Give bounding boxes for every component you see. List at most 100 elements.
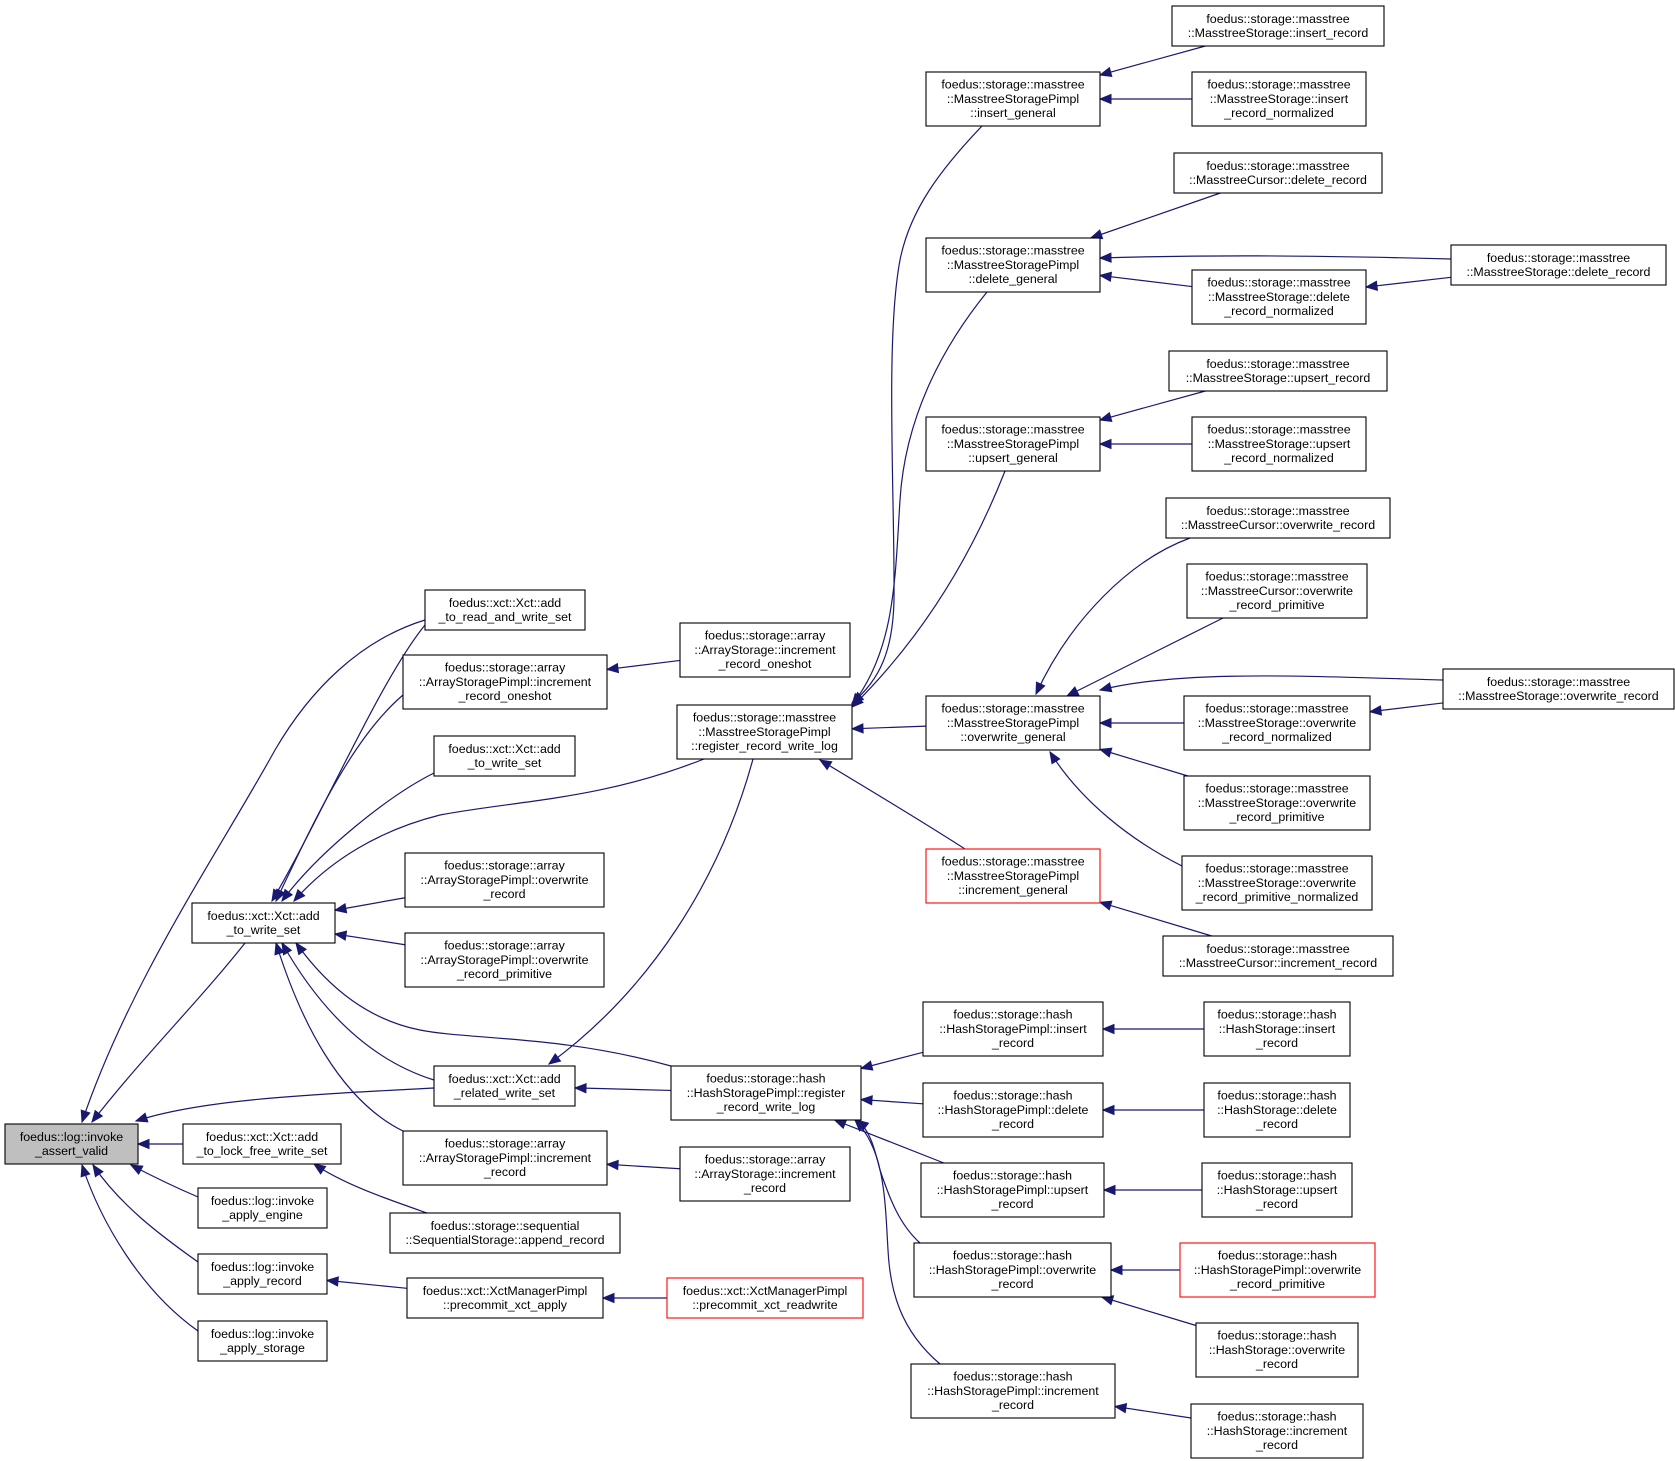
node-box[interactable] [913, 1242, 1112, 1298]
node-box[interactable] [197, 1253, 328, 1295]
node-box[interactable] [1195, 1322, 1359, 1378]
node-box[interactable] [1162, 935, 1394, 977]
node-mc_overwrite_record[interactable]: foedus::storage::masstree::MasstreeCurso… [1165, 497, 1391, 539]
node-mc_overwrite_record_primitive[interactable]: foedus::storage::masstree::MasstreeCurso… [1186, 563, 1368, 619]
node-hs_upsert_record[interactable]: foedus::storage::hash::HashStorage::upse… [1201, 1162, 1353, 1218]
node-box[interactable] [197, 1187, 328, 1229]
node-masstree_overwrite_general[interactable]: foedus::storage::masstree::MasstreeStora… [925, 695, 1101, 751]
node-ms_overwrite_record_primitive[interactable]: foedus::storage::masstree::MasstreeStora… [1183, 775, 1371, 831]
node-masstree_increment_general[interactable]: foedus::storage::masstree::MasstreeStora… [925, 848, 1101, 904]
node-box[interactable] [433, 735, 576, 777]
node-hashpimpl_overwrite_record[interactable]: foedus::storage::hash::HashStoragePimpl:… [913, 1242, 1112, 1298]
node-hashpimpl_insert_record[interactable]: foedus::storage::hash::HashStoragePimpl:… [922, 1001, 1104, 1057]
node-box[interactable] [1183, 775, 1371, 831]
node-hashpimpl_delete_record[interactable]: foedus::storage::hash::HashStoragePimpl:… [922, 1082, 1104, 1138]
node-invoke_apply_storage[interactable]: foedus::log::invoke_apply_storage [197, 1320, 328, 1362]
node-box[interactable] [191, 902, 336, 944]
node-ms_overwrite_record_primitive_normalized[interactable]: foedus::storage::masstree::MasstreeStora… [1181, 855, 1373, 911]
node-box[interactable] [1190, 1403, 1364, 1459]
node-box[interactable] [925, 237, 1101, 293]
node-arraypimpl_overwrite_record[interactable]: foedus::storage::array::ArrayStoragePimp… [404, 852, 605, 908]
node-add_to_read_and_write_set[interactable]: foedus::xct::Xct::add_to_read_and_write_… [424, 589, 586, 631]
node-array_increment_record[interactable]: foedus::storage::array::ArrayStorage::in… [679, 1146, 851, 1202]
node-box[interactable] [1165, 497, 1391, 539]
node-sequential_append_record[interactable]: foedus::storage::sequential::SequentialS… [389, 1212, 621, 1254]
node-hashpimpl_overwrite_record_primitive[interactable]: foedus::storage::hash::HashStoragePimpl:… [1179, 1242, 1376, 1298]
node-ms_delete_record[interactable]: foedus::storage::masstree::MasstreeStora… [1450, 244, 1667, 286]
node-ms_insert_record_normalized[interactable]: foedus::storage::masstree::MasstreeStora… [1191, 71, 1367, 127]
node-mc_delete_record[interactable]: foedus::storage::masstree::MasstreeCurso… [1173, 152, 1383, 194]
node-box[interactable] [1191, 71, 1367, 127]
node-box[interactable] [925, 71, 1101, 127]
node-ms_insert_record[interactable]: foedus::storage::masstree::MasstreeStora… [1171, 5, 1385, 47]
node-invoke_apply_record[interactable]: foedus::log::invoke_apply_record [197, 1253, 328, 1295]
node-box[interactable] [925, 695, 1101, 751]
node-box[interactable] [676, 704, 853, 760]
node-box[interactable] [389, 1212, 621, 1254]
node-add_to_write_set[interactable]: foedus::xct::Xct::add_to_write_set [191, 902, 336, 944]
node-box[interactable] [925, 416, 1101, 472]
node-box[interactable] [197, 1320, 328, 1362]
node-box[interactable] [1173, 152, 1383, 194]
node-box[interactable] [1203, 1001, 1351, 1057]
node-masstree_register_record_write_log[interactable]: foedus::storage::masstree::MasstreeStora… [676, 704, 853, 760]
node-array_increment_record_oneshot[interactable]: foedus::storage::array::ArrayStorage::in… [679, 622, 851, 678]
node-box[interactable] [666, 1277, 864, 1319]
node-box[interactable] [922, 1082, 1104, 1138]
node-box[interactable] [406, 1277, 604, 1319]
node-box[interactable] [679, 622, 851, 678]
node-box[interactable] [670, 1065, 862, 1121]
node-box[interactable] [1203, 1082, 1351, 1138]
node-precommit_xct_readwrite[interactable]: foedus::xct::XctManagerPimpl::precommit_… [666, 1277, 864, 1319]
node-box[interactable] [922, 1001, 1104, 1057]
node-invoke_assert_valid[interactable]: foedus::log::invoke_assert_valid [4, 1123, 139, 1165]
node-hash_register_record_write_log[interactable]: foedus::storage::hash::HashStoragePimpl:… [670, 1065, 862, 1121]
node-ms_overwrite_record_normalized[interactable]: foedus::storage::masstree::MasstreeStora… [1183, 695, 1371, 751]
node-box[interactable] [433, 1065, 576, 1107]
node-hs_delete_record[interactable]: foedus::storage::hash::HashStorage::dele… [1203, 1082, 1351, 1138]
node-mc_increment_record[interactable]: foedus::storage::masstree::MasstreeCurso… [1162, 935, 1394, 977]
node-box[interactable] [424, 589, 586, 631]
node-box[interactable] [4, 1123, 139, 1165]
node-box[interactable] [679, 1146, 851, 1202]
node-box[interactable] [404, 932, 605, 988]
node-add_related_write_set[interactable]: foedus::xct::Xct::add_related_write_set [433, 1065, 576, 1107]
node-box[interactable] [1168, 350, 1388, 392]
node-ms_delete_record_normalized[interactable]: foedus::storage::masstree::MasstreeStora… [1191, 269, 1367, 325]
node-box[interactable] [910, 1363, 1116, 1419]
node-ms_overwrite_record[interactable]: foedus::storage::masstree::MasstreeStora… [1442, 668, 1675, 710]
node-arraypimpl_overwrite_record_primitive[interactable]: foedus::storage::array::ArrayStoragePimp… [404, 932, 605, 988]
node-box[interactable] [1191, 416, 1367, 472]
node-hs_overwrite_record[interactable]: foedus::storage::hash::HashStorage::over… [1195, 1322, 1359, 1378]
node-hs_insert_record[interactable]: foedus::storage::hash::HashStorage::inse… [1203, 1001, 1351, 1057]
node-box[interactable] [920, 1162, 1105, 1218]
node-ms_upsert_record[interactable]: foedus::storage::masstree::MasstreeStora… [1168, 350, 1388, 392]
node-box[interactable] [402, 1130, 608, 1186]
node-precommit_xct_apply[interactable]: foedus::xct::XctManagerPimpl::precommit_… [406, 1277, 604, 1319]
node-box[interactable] [404, 852, 605, 908]
node-box[interactable] [1186, 563, 1368, 619]
node-invoke_apply_engine[interactable]: foedus::log::invoke_apply_engine [197, 1187, 328, 1229]
node-masstree_upsert_general[interactable]: foedus::storage::masstree::MasstreeStora… [925, 416, 1101, 472]
node-box[interactable] [1181, 855, 1373, 911]
node-box[interactable] [1171, 5, 1385, 47]
node-box[interactable] [1183, 695, 1371, 751]
node-add_to_lock_free_write_set[interactable]: foedus::xct::Xct::add_to_lock_free_write… [182, 1123, 342, 1165]
node-box[interactable] [1450, 244, 1667, 286]
node-box[interactable] [1179, 1242, 1376, 1298]
node-arraypimpl_increment_record[interactable]: foedus::storage::array::ArrayStoragePimp… [402, 1130, 608, 1186]
node-hs_increment_record[interactable]: foedus::storage::hash::HashStorage::incr… [1190, 1403, 1364, 1459]
node-box[interactable] [1191, 269, 1367, 325]
node-add_to_write_set2[interactable]: foedus::xct::Xct::add_to_write_set [433, 735, 576, 777]
node-hashpimpl_upsert_record[interactable]: foedus::storage::hash::HashStoragePimpl:… [920, 1162, 1105, 1218]
node-box[interactable] [1442, 668, 1675, 710]
node-ms_upsert_record_normalized[interactable]: foedus::storage::masstree::MasstreeStora… [1191, 416, 1367, 472]
node-masstree_delete_general[interactable]: foedus::storage::masstree::MasstreeStora… [925, 237, 1101, 293]
node-box[interactable] [182, 1123, 342, 1165]
node-box[interactable] [1201, 1162, 1353, 1218]
node-arraypimpl_increment_record_oneshot[interactable]: foedus::storage::array::ArrayStoragePimp… [402, 654, 608, 710]
node-box[interactable] [402, 654, 608, 710]
node-hashpimpl_increment_record[interactable]: foedus::storage::hash::HashStoragePimpl:… [910, 1363, 1116, 1419]
node-box[interactable] [925, 848, 1101, 904]
node-masstree_insert_general[interactable]: foedus::storage::masstree::MasstreeStora… [925, 71, 1101, 127]
